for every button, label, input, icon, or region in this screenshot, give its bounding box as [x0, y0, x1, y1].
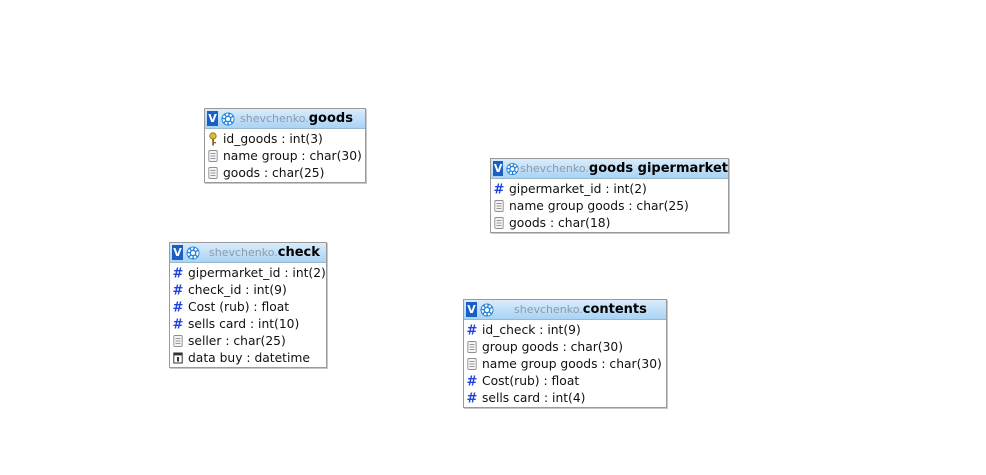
number-field-icon: #	[467, 374, 477, 388]
column-label: goods : char(18)	[509, 215, 611, 230]
column-label: id_goods : int(3)	[223, 131, 323, 146]
number-field-icon: #	[494, 182, 504, 196]
key-icon	[209, 131, 217, 145]
column-row[interactable]: # id_check : int(9)	[464, 321, 666, 338]
column-row[interactable]: # sells card : int(10)	[170, 315, 326, 332]
gear-icon	[506, 162, 519, 175]
column-label: Cost (rub) : float	[188, 299, 290, 314]
text-field-icon	[467, 340, 477, 353]
view-badge: V	[493, 161, 504, 176]
svg-text:#: #	[173, 283, 183, 297]
schema-name: shevchenko.	[520, 162, 589, 175]
table-contents[interactable]: V shevchenko.contents # id_check : int(9…	[463, 299, 667, 408]
table-goods-gipermarket[interactable]: V shevchenko.goods gipermarket # giperma…	[490, 158, 729, 233]
text-field-icon	[494, 216, 504, 229]
column-row[interactable]: goods : char(25)	[205, 164, 365, 181]
column-label: name group goods : char(25)	[509, 198, 689, 213]
svg-text:#: #	[173, 300, 183, 314]
column-label: name group : char(30)	[223, 148, 362, 163]
table-name: goods	[308, 111, 353, 126]
table-check[interactable]: V shevchenko.check # gipermarket_id : in…	[169, 242, 327, 368]
column-row[interactable]: id_goods : int(3)	[205, 130, 365, 147]
text-field-icon	[467, 357, 477, 370]
number-field-icon: #	[173, 300, 183, 314]
column-row[interactable]: name group goods : char(30)	[464, 355, 666, 372]
view-badge: V	[207, 111, 218, 126]
svg-text:#: #	[173, 266, 183, 280]
number-field-icon: #	[467, 323, 477, 337]
svg-text:#: #	[173, 317, 183, 331]
view-badge: V	[466, 302, 477, 317]
svg-text:#: #	[494, 182, 504, 196]
column-row[interactable]: # Cost(rub) : float	[464, 372, 666, 389]
schema-name: shevchenko.	[240, 112, 309, 125]
table-name: contents	[582, 302, 647, 317]
gear-icon	[480, 303, 494, 316]
table-goods[interactable]: V shevchenko.goods id_goods : int(3) nam…	[204, 108, 366, 183]
schema-name: shevchenko.	[209, 246, 278, 259]
column-label: group goods : char(30)	[482, 339, 624, 354]
schema-name: shevchenko.	[514, 303, 583, 316]
text-field-icon	[173, 334, 183, 347]
view-badge: V	[172, 245, 183, 260]
column-row[interactable]: goods : char(18)	[491, 214, 728, 231]
table-name: goods gipermarket	[588, 161, 728, 176]
text-field-icon	[494, 199, 504, 212]
column-row[interactable]: name group : char(30)	[205, 147, 365, 164]
table-header[interactable]: V shevchenko.goods gipermarket	[491, 159, 728, 179]
table-name: check	[277, 245, 320, 260]
column-row[interactable]: seller : char(25)	[170, 332, 326, 349]
svg-text:#: #	[467, 391, 477, 405]
table-header[interactable]: V shevchenko.contents	[464, 300, 666, 320]
gear-icon	[221, 112, 235, 125]
table-title: shevchenko.goods gipermarket	[520, 161, 728, 176]
column-row[interactable]: group goods : char(30)	[464, 338, 666, 355]
column-row[interactable]: # gipermarket_id : int(2)	[170, 264, 326, 281]
column-label: check_id : int(9)	[188, 282, 287, 297]
calendar-icon	[173, 352, 183, 363]
column-row[interactable]: # sells card : int(4)	[464, 389, 666, 406]
column-row[interactable]: data buy : datetime	[170, 349, 326, 366]
column-label: gipermarket_id : int(2)	[509, 181, 647, 196]
column-label: gipermarket_id : int(2)	[188, 265, 326, 280]
column-row[interactable]: # gipermarket_id : int(2)	[491, 180, 728, 197]
column-label: id_check : int(9)	[482, 322, 581, 337]
column-label: goods : char(25)	[223, 165, 325, 180]
column-label: Cost(rub) : float	[482, 373, 580, 388]
text-field-icon	[208, 149, 218, 162]
column-row[interactable]: # Cost (rub) : float	[170, 298, 326, 315]
column-row[interactable]: name group goods : char(25)	[491, 197, 728, 214]
column-label: sells card : int(10)	[188, 316, 300, 331]
column-label: seller : char(25)	[188, 333, 286, 348]
column-row[interactable]: # check_id : int(9)	[170, 281, 326, 298]
text-field-icon	[208, 166, 218, 179]
svg-text:#: #	[467, 374, 477, 388]
number-field-icon: #	[173, 283, 183, 297]
gear-icon	[186, 246, 200, 259]
table-title: shevchenko.check	[209, 245, 320, 260]
column-label: data buy : datetime	[188, 350, 310, 365]
number-field-icon: #	[173, 317, 183, 331]
number-field-icon: #	[173, 266, 183, 280]
column-label: sells card : int(4)	[482, 390, 586, 405]
svg-text:#: #	[467, 323, 477, 337]
table-header[interactable]: V shevchenko.check	[170, 243, 326, 263]
table-title: shevchenko.goods	[240, 111, 353, 126]
number-field-icon: #	[467, 391, 477, 405]
column-label: name group goods : char(30)	[482, 356, 662, 371]
table-title: shevchenko.contents	[514, 302, 647, 317]
table-header[interactable]: V shevchenko.goods	[205, 109, 365, 129]
